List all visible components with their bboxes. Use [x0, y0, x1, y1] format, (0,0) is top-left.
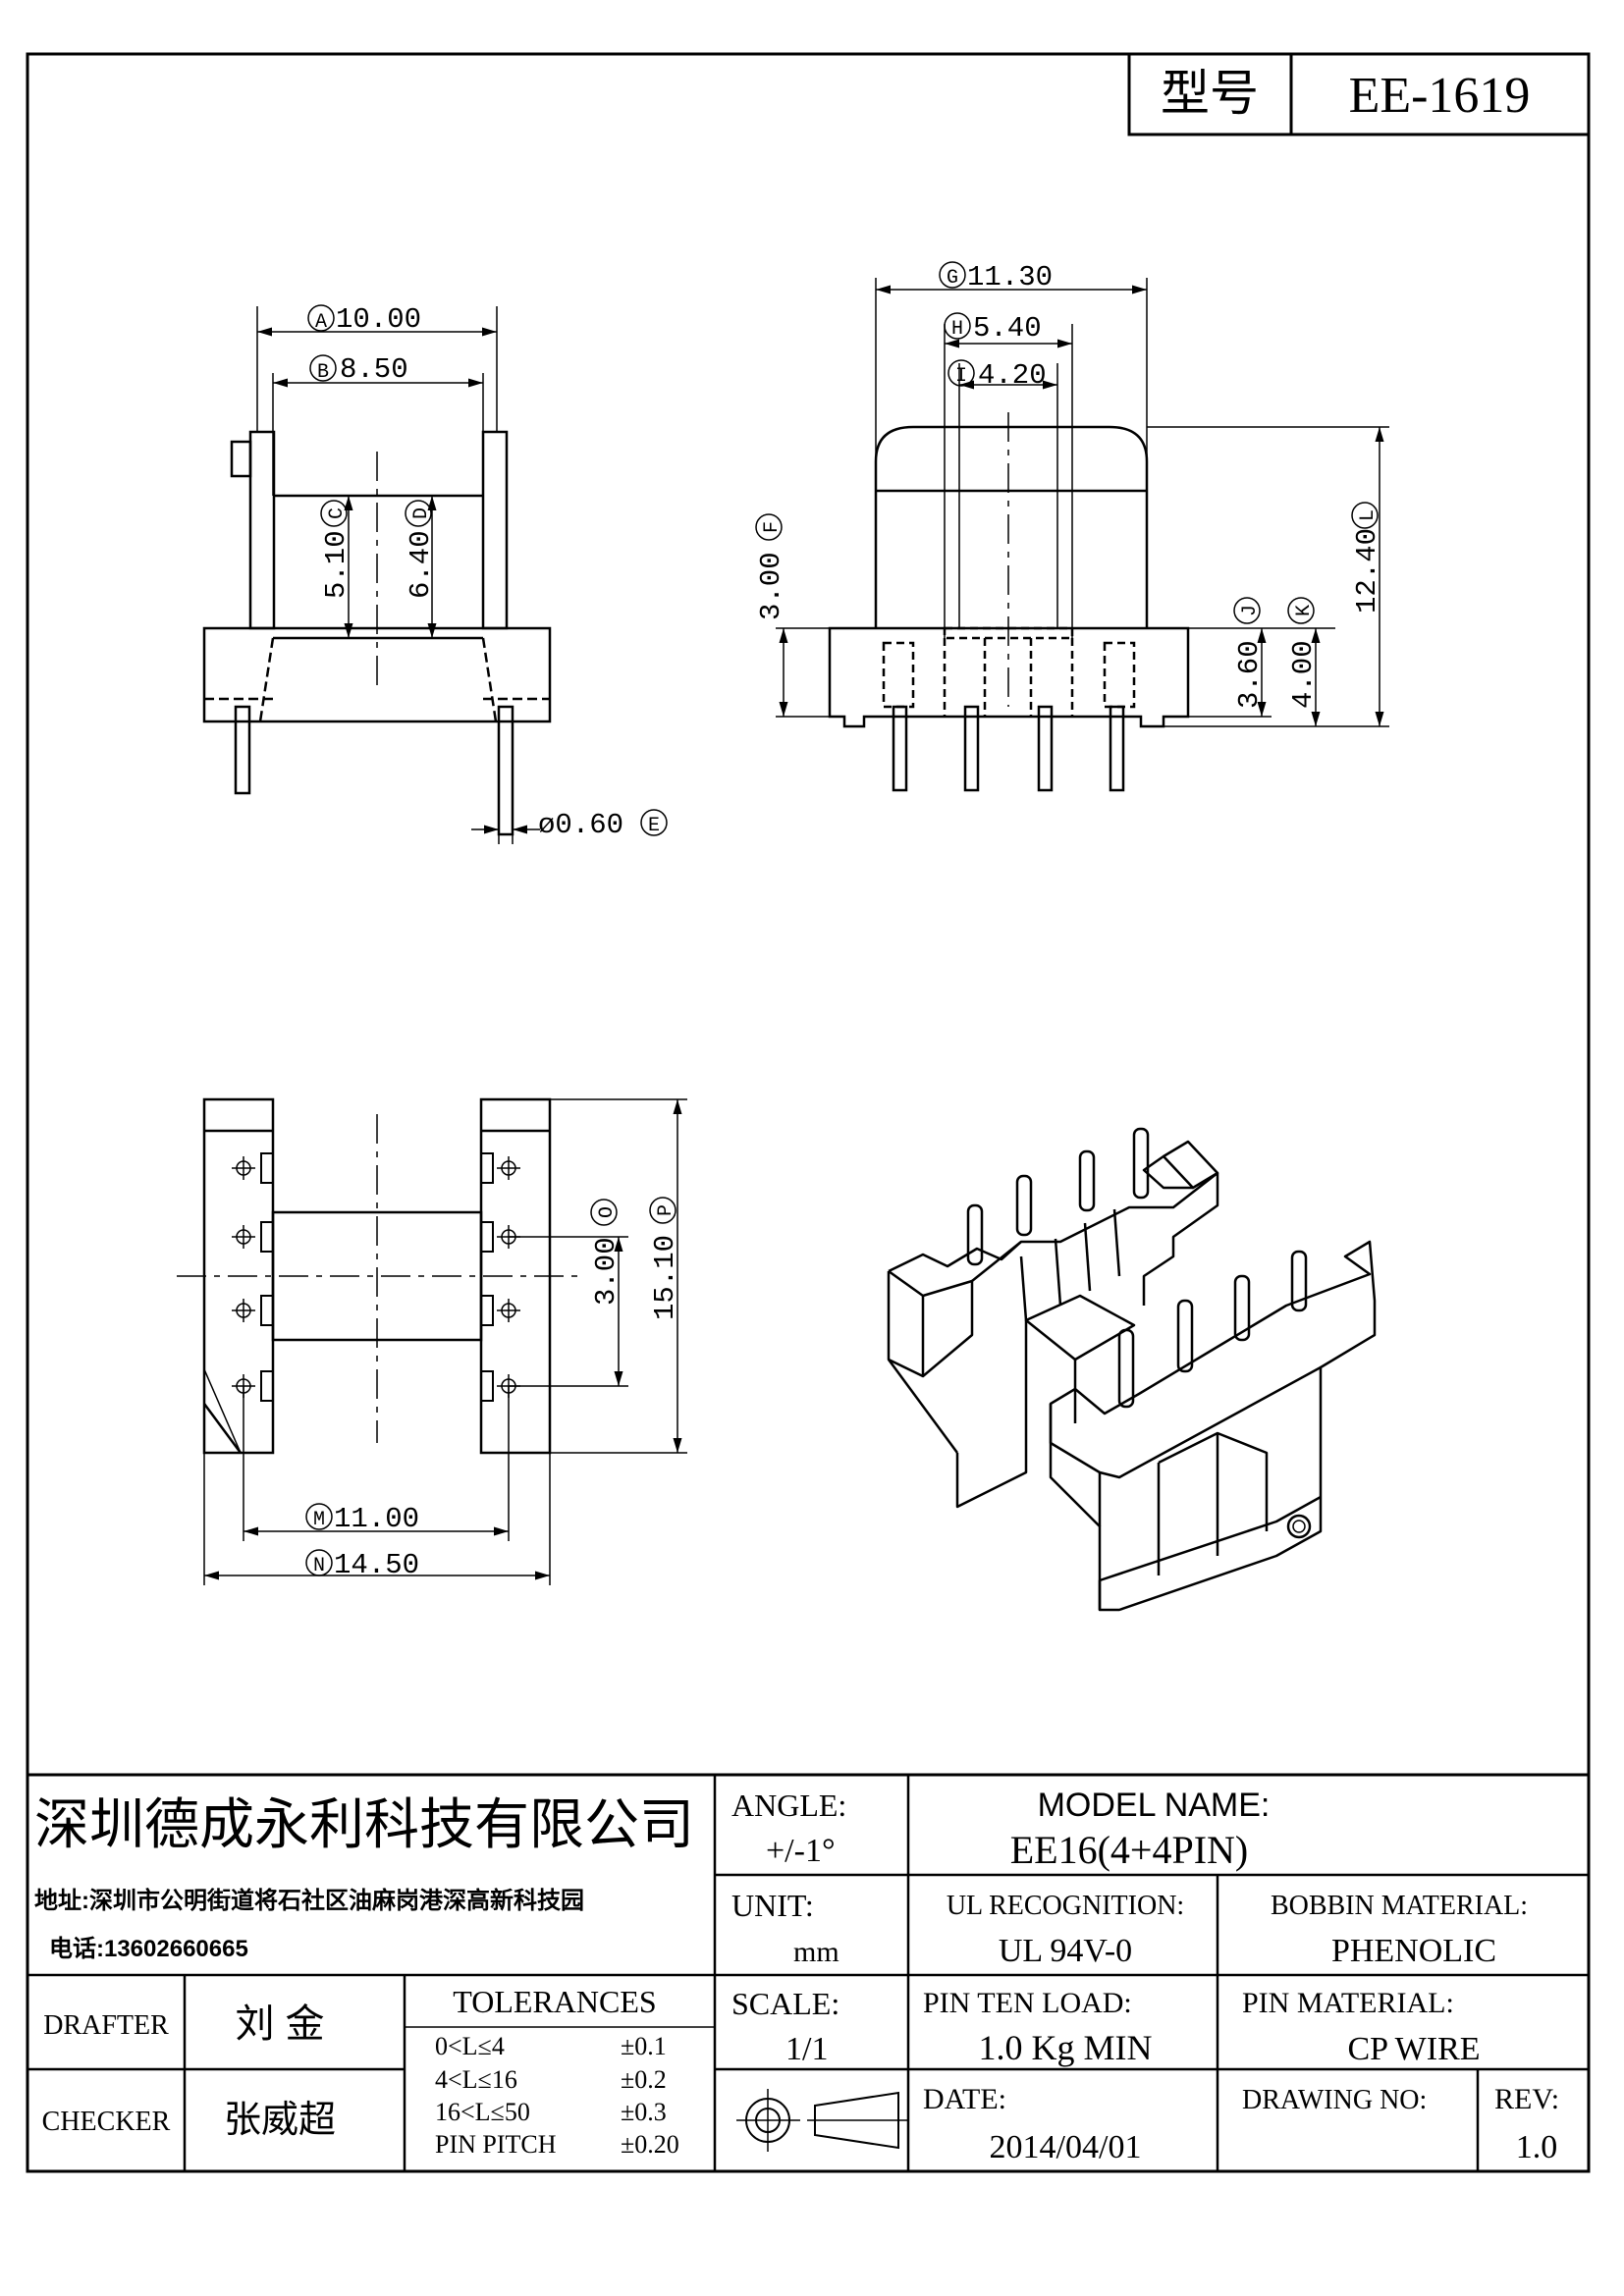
ul-label: UL RECOGNITION: — [947, 1891, 1184, 1921]
checker-value: 张威超 — [224, 2100, 336, 2141]
unit-label: UNIT: — [731, 1888, 814, 1923]
dim-l-value: 12.40 — [1351, 528, 1383, 614]
dim-f-value: 3.00 — [755, 552, 787, 620]
dim-k-value: 4.00 — [1287, 640, 1320, 709]
dim-n-tag: N — [313, 1555, 325, 1577]
dim-o-tag: O — [596, 1206, 619, 1218]
tol-range: 4<L≤16 — [435, 2065, 517, 2094]
date-label: DATE: — [923, 2083, 1006, 2115]
drawing-no-label: DRAWING NO: — [1242, 2085, 1427, 2115]
tolerance-table: 0<L≤4 ±0.1 4<L≤16 ±0.2 16<L≤50 ±0.3 PIN … — [435, 2032, 679, 2159]
pin-ten-load-label: PIN TEN LOAD: — [923, 1987, 1132, 2019]
drafter-value: 刘 金 — [235, 2002, 324, 2046]
tol-range: 0<L≤4 — [435, 2032, 505, 2060]
side-view — [776, 278, 1389, 792]
tol-value: ±0.1 — [621, 2032, 667, 2060]
company-name: 深圳德成永利科技有限公司 — [34, 1793, 694, 1855]
side-view-labels: G 11.30 H 5.40 I 4.20 3.00 F 3.60 J 4.00… — [755, 261, 1383, 709]
dim-o-value: 3.00 — [590, 1237, 623, 1306]
dim-b-tag: B — [317, 361, 329, 384]
dim-j-tag: J — [1239, 605, 1262, 616]
checker-label: CHECKER — [42, 2107, 171, 2137]
bottom-view-labels: 3.00 O 15.10 P M 11.00 N 14.50 — [305, 1197, 681, 1581]
scale-label: SCALE: — [731, 1986, 839, 2021]
dim-l-tag: L — [1357, 509, 1380, 521]
dim-k-tag: K — [1293, 605, 1316, 616]
angle-label: ANGLE: — [731, 1788, 846, 1823]
ul-value: UL 94V-0 — [999, 1933, 1132, 1969]
dim-h-tag: H — [951, 318, 963, 341]
title-block — [27, 1773, 1589, 2171]
pin-ten-load-value: 1.0 Kg MIN — [979, 2028, 1153, 2067]
dim-g-tag: G — [947, 267, 958, 290]
pin-material-value: CP WIRE — [1347, 2031, 1480, 2067]
model-header: 型号 EE-1619 — [1127, 52, 1591, 136]
unit-value: mm — [793, 1936, 839, 1968]
dim-m-tag: M — [313, 1509, 325, 1531]
dim-f-tag: F — [761, 521, 784, 533]
bobbin-material-value: PHENOLIC — [1331, 1933, 1496, 1969]
tol-value: ±0.2 — [621, 2065, 667, 2094]
tol-range: 16<L≤50 — [435, 2098, 530, 2126]
tol-range: PIN PITCH — [435, 2130, 557, 2159]
dim-j-value: 3.60 — [1233, 640, 1266, 709]
scale-value: 1/1 — [785, 2031, 828, 2067]
bobbin-material-label: BOBBIN MATERIAL: — [1271, 1891, 1528, 1921]
dim-m-value: 11.00 — [334, 1503, 419, 1535]
rev-label: REV: — [1494, 2083, 1559, 2115]
front-view — [202, 306, 552, 844]
company-phone: 电话:13602660665 — [49, 1936, 248, 1962]
company-address: 地址:深圳市公明街道将石社区油麻岗港深高新科技园 — [34, 1887, 584, 1914]
dim-n-value: 14.50 — [334, 1549, 419, 1581]
dim-c-value: 5.10 — [320, 530, 352, 599]
sheet-border — [26, 52, 1591, 2173]
dim-i-value: 4.20 — [978, 359, 1047, 392]
dim-c-tag: C — [326, 507, 349, 519]
dim-i-tag: I — [955, 365, 967, 388]
tol-value: ±0.3 — [621, 2098, 667, 2126]
dim-d-tag: D — [410, 507, 433, 519]
front-view-labels: A 10.00 B 8.50 5.10 C 6.40 D ø0.60 E — [307, 303, 668, 841]
tol-value: ±0.20 — [621, 2130, 679, 2159]
model-name-label: MODEL NAME: — [1038, 1787, 1271, 1824]
dim-h-value: 5.40 — [973, 312, 1042, 345]
dim-b-value: 8.50 — [340, 353, 408, 386]
dim-p-value: 15.10 — [649, 1235, 681, 1320]
title-block-text: 深圳德成永利科技有限公司 地址:深圳市公明街道将石社区油麻岗港深高新科技园 电话… — [34, 1787, 1559, 2165]
dim-a-value: 10.00 — [336, 303, 421, 336]
model-name-value: EE16(4+4PIN) — [1010, 1828, 1249, 1872]
model-value: EE-1619 — [1349, 68, 1531, 124]
drafter-label: DRAFTER — [43, 2010, 169, 2041]
dim-g-value: 11.30 — [967, 261, 1053, 294]
dim-a-tag: A — [315, 311, 327, 334]
model-label: 型号 — [1161, 66, 1259, 121]
tolerances-label: TOLERANCES — [453, 1984, 656, 2019]
angle-value: +/-1° — [766, 1833, 836, 1869]
dim-p-tag: P — [655, 1204, 677, 1216]
pin-material-label: PIN MATERIAL: — [1242, 1987, 1454, 2019]
dim-e-tag: E — [648, 815, 660, 837]
dim-d-value: 6.40 — [405, 530, 437, 599]
rev-value: 1.0 — [1516, 2129, 1558, 2165]
dim-e-value: ø0.60 — [538, 809, 623, 841]
date-value: 2014/04/01 — [990, 2129, 1142, 2165]
bottom-view — [177, 1097, 687, 1585]
isometric-view — [887, 1127, 1377, 1612]
